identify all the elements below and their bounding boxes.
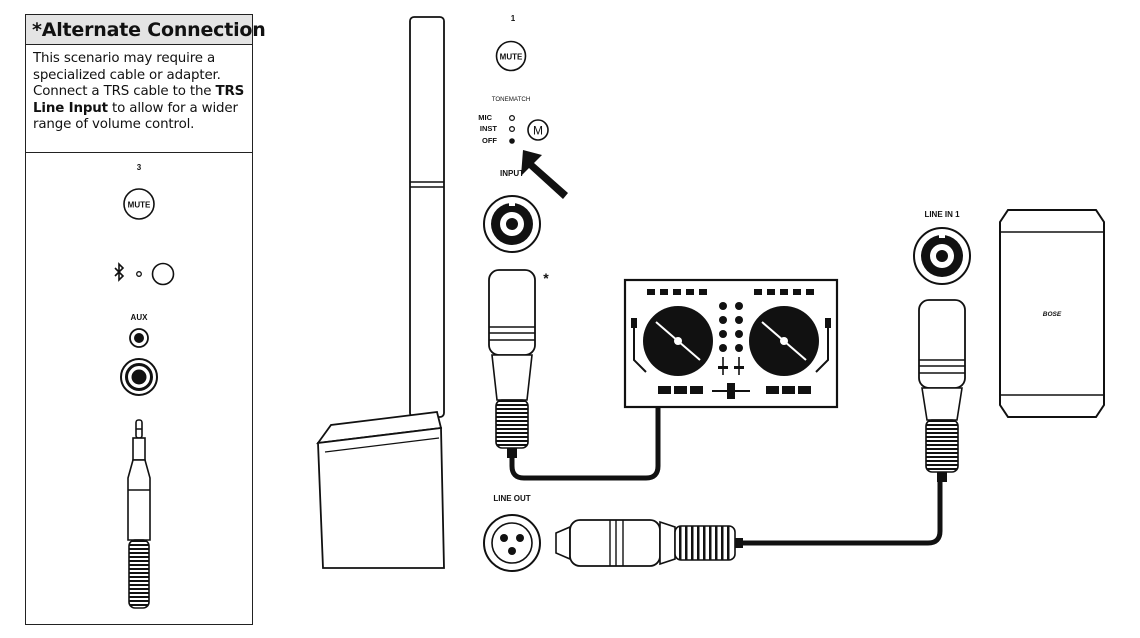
arrow-icon xyxy=(521,150,568,199)
combo-input-jack[interactable] xyxy=(483,195,541,253)
alternate-connection-title: *Alternate Connection xyxy=(26,15,266,45)
bluetooth-led xyxy=(136,271,142,277)
trs-plug xyxy=(127,419,151,609)
note-text-start: This scenario may require a specialized … xyxy=(33,51,221,100)
mode-mic-led xyxy=(509,114,516,121)
xlr-plug-line-out xyxy=(555,519,743,567)
left-mute-button[interactable]: MUTE xyxy=(123,188,155,220)
mode-inst-label: INST xyxy=(480,124,498,133)
alternate-connection-text: This scenario may require a specialized … xyxy=(26,45,252,153)
aux-label: AUX xyxy=(131,313,149,322)
main-mute-label: MUTE xyxy=(500,53,523,62)
main-mute-button[interactable]: MUTE xyxy=(495,40,527,72)
left-channel-number: 3 xyxy=(137,163,142,172)
input-label: INPUT xyxy=(500,169,524,178)
mode-off-led xyxy=(509,138,515,144)
asterisk-marker: * xyxy=(543,270,549,286)
tonematch-letter: M xyxy=(533,124,543,138)
dj-controller xyxy=(623,278,839,409)
line-out-label: LINE OUT xyxy=(493,494,530,503)
bluetooth-pair-button[interactable] xyxy=(151,262,175,286)
mode-inst-led xyxy=(509,125,516,132)
aux-jack[interactable] xyxy=(129,328,149,348)
bose-logo: BOSE xyxy=(1043,311,1062,318)
mode-mic-label: MIC xyxy=(478,113,492,122)
mode-off-label: OFF xyxy=(482,136,497,145)
main-channel-number: 1 xyxy=(511,14,516,23)
note-text-end: to allow for a wider range of volume con… xyxy=(33,100,238,133)
left-mute-label: MUTE xyxy=(128,201,151,210)
tonematch-label: TONEMATCH xyxy=(492,96,531,103)
bose-speaker: BOSE xyxy=(999,209,1105,418)
tonematch-button[interactable]: M xyxy=(527,119,549,141)
column-array-tower xyxy=(409,16,445,418)
xlr-plug-input xyxy=(488,269,536,458)
bluetooth-icon xyxy=(114,262,125,282)
xlr-plug-line-in xyxy=(918,299,966,482)
line-out-jack[interactable] xyxy=(483,514,541,572)
line-in-jack[interactable] xyxy=(913,227,971,285)
trs-line-input-jack[interactable] xyxy=(120,358,158,396)
power-stand-base xyxy=(316,411,445,569)
line-in-label: LINE IN 1 xyxy=(924,210,960,219)
note-text-bold: TRS Line Input xyxy=(33,84,245,116)
